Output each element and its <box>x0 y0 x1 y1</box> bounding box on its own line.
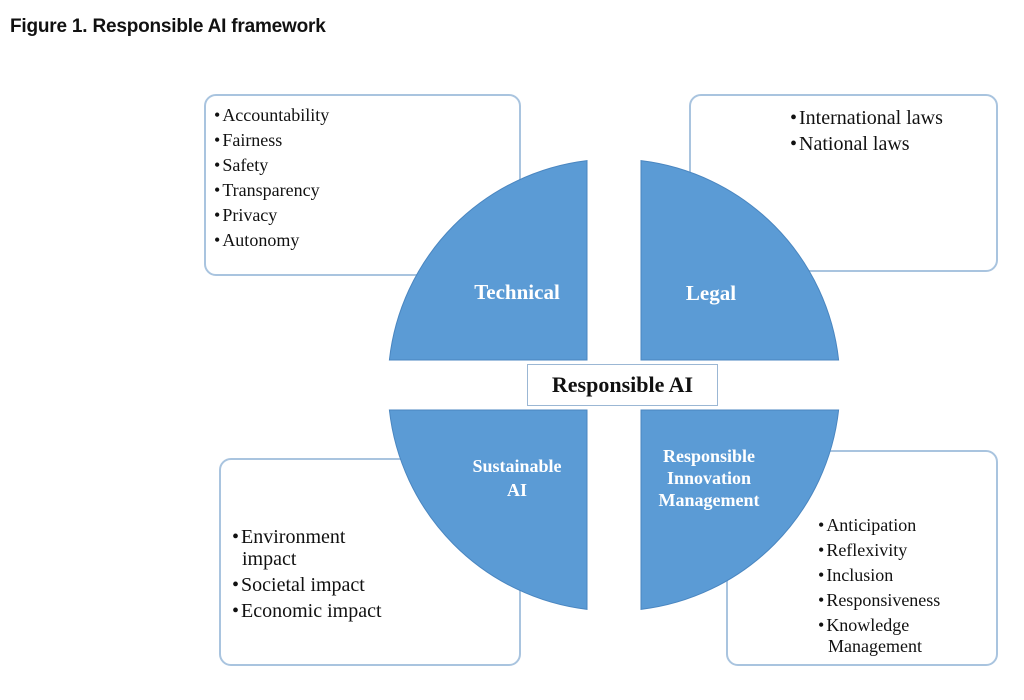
center-label: Responsible AI <box>527 364 718 406</box>
list-item: •Economic impact <box>232 600 382 622</box>
legal-wedge <box>640 160 840 361</box>
list-item: •Accountability <box>214 105 330 125</box>
technical-label: Technical <box>474 280 560 304</box>
technical-list: •Accountability •Fairness •Safety •Trans… <box>214 106 329 256</box>
list-item: •Societal impact <box>232 574 365 596</box>
rim-list: •Anticipation •Reflexivity •Inclusion •R… <box>818 515 940 661</box>
sustainable-label-line1: Sustainable <box>472 456 561 476</box>
rim-label-line1: Responsible <box>663 446 755 466</box>
legal-list: •International laws •National laws <box>790 108 943 160</box>
list-item: •Inclusion <box>818 565 894 585</box>
rim-label-line2: Innovation <box>667 468 751 488</box>
list-item: •Privacy <box>214 205 278 225</box>
rim-label-line3: Management <box>659 490 760 510</box>
legal-label: Legal <box>686 281 736 305</box>
technical-wedge <box>388 160 588 361</box>
list-item: •Fairness <box>214 130 283 150</box>
list-item: •Responsiveness <box>818 590 941 610</box>
sustainable-label-line2: AI <box>507 480 527 500</box>
list-item: •Transparency <box>214 180 320 200</box>
sustainable-wedge <box>388 409 588 610</box>
list-item: •Autonomy <box>214 230 300 250</box>
rim-wedge <box>640 409 840 610</box>
list-item: •Anticipation <box>818 515 917 535</box>
list-item: •International laws <box>790 107 943 129</box>
list-item: •Reflexivity <box>818 540 908 560</box>
list-item: •Safety <box>214 155 269 175</box>
figure-title: Figure 1. Responsible AI framework <box>10 16 326 37</box>
list-item: •National laws <box>790 133 910 155</box>
